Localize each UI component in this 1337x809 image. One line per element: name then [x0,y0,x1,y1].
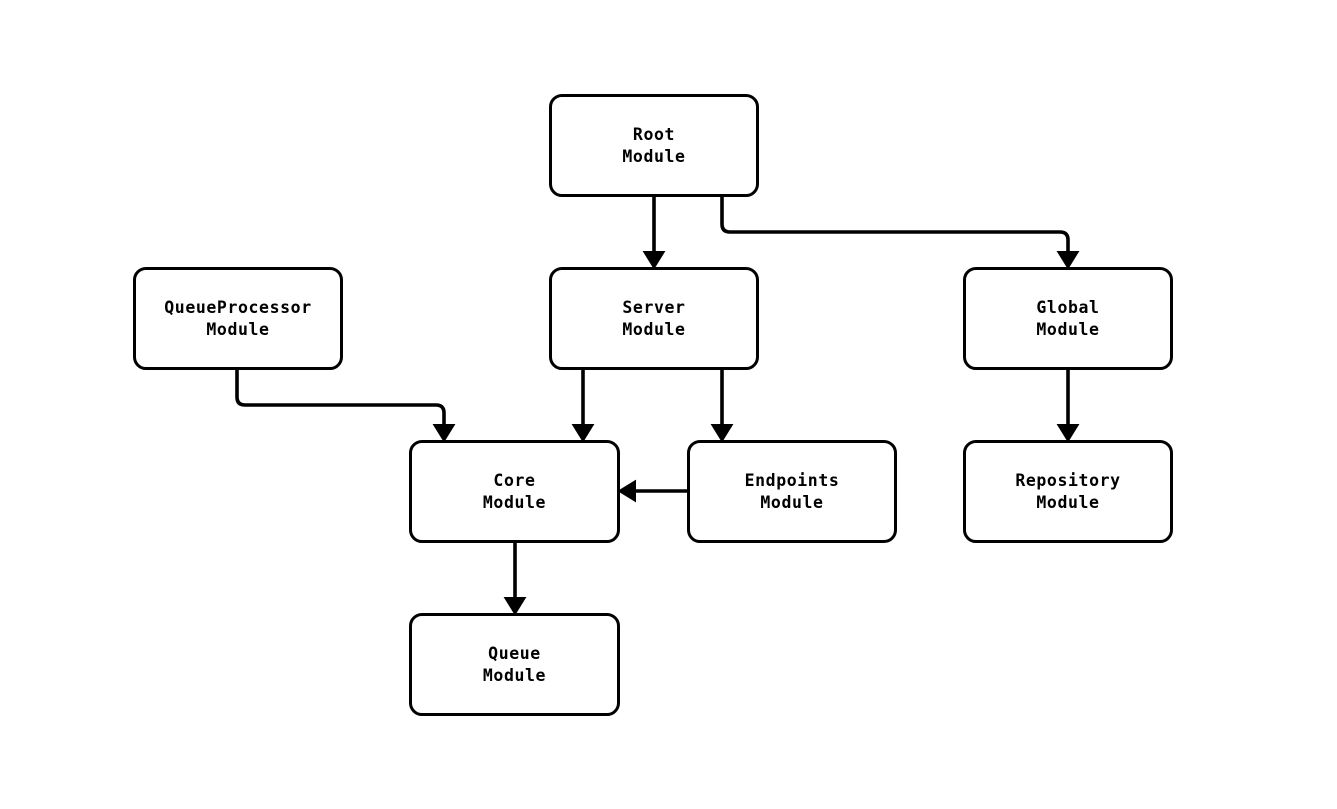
node-label-secondary: Module [1036,319,1100,339]
node-label-secondary: Module [622,146,686,166]
node-label-primary: QueueProcessor [164,297,312,317]
node-label-secondary: Module [1036,492,1100,512]
node-label-primary: Global [1036,297,1100,317]
edge-queueprocessor-to-core [235,370,456,443]
node-label-secondary: Module [482,665,547,685]
edge-root-to-global [720,197,1080,270]
node-label-primary: Endpoints [744,470,840,490]
node-label-primary: Core [493,470,536,490]
node-label-primary: Queue [488,643,541,663]
node-label-primary: Repository [1015,470,1121,490]
node-label-secondary: Module [206,319,270,339]
node-label-secondary: Module [760,492,824,512]
node-label-secondary: Module [622,319,686,339]
node-label-primary: Root [632,124,676,144]
edges-group [235,197,1080,616]
node-label-primary: Server [622,297,686,317]
node-label-secondary: Module [482,492,547,512]
